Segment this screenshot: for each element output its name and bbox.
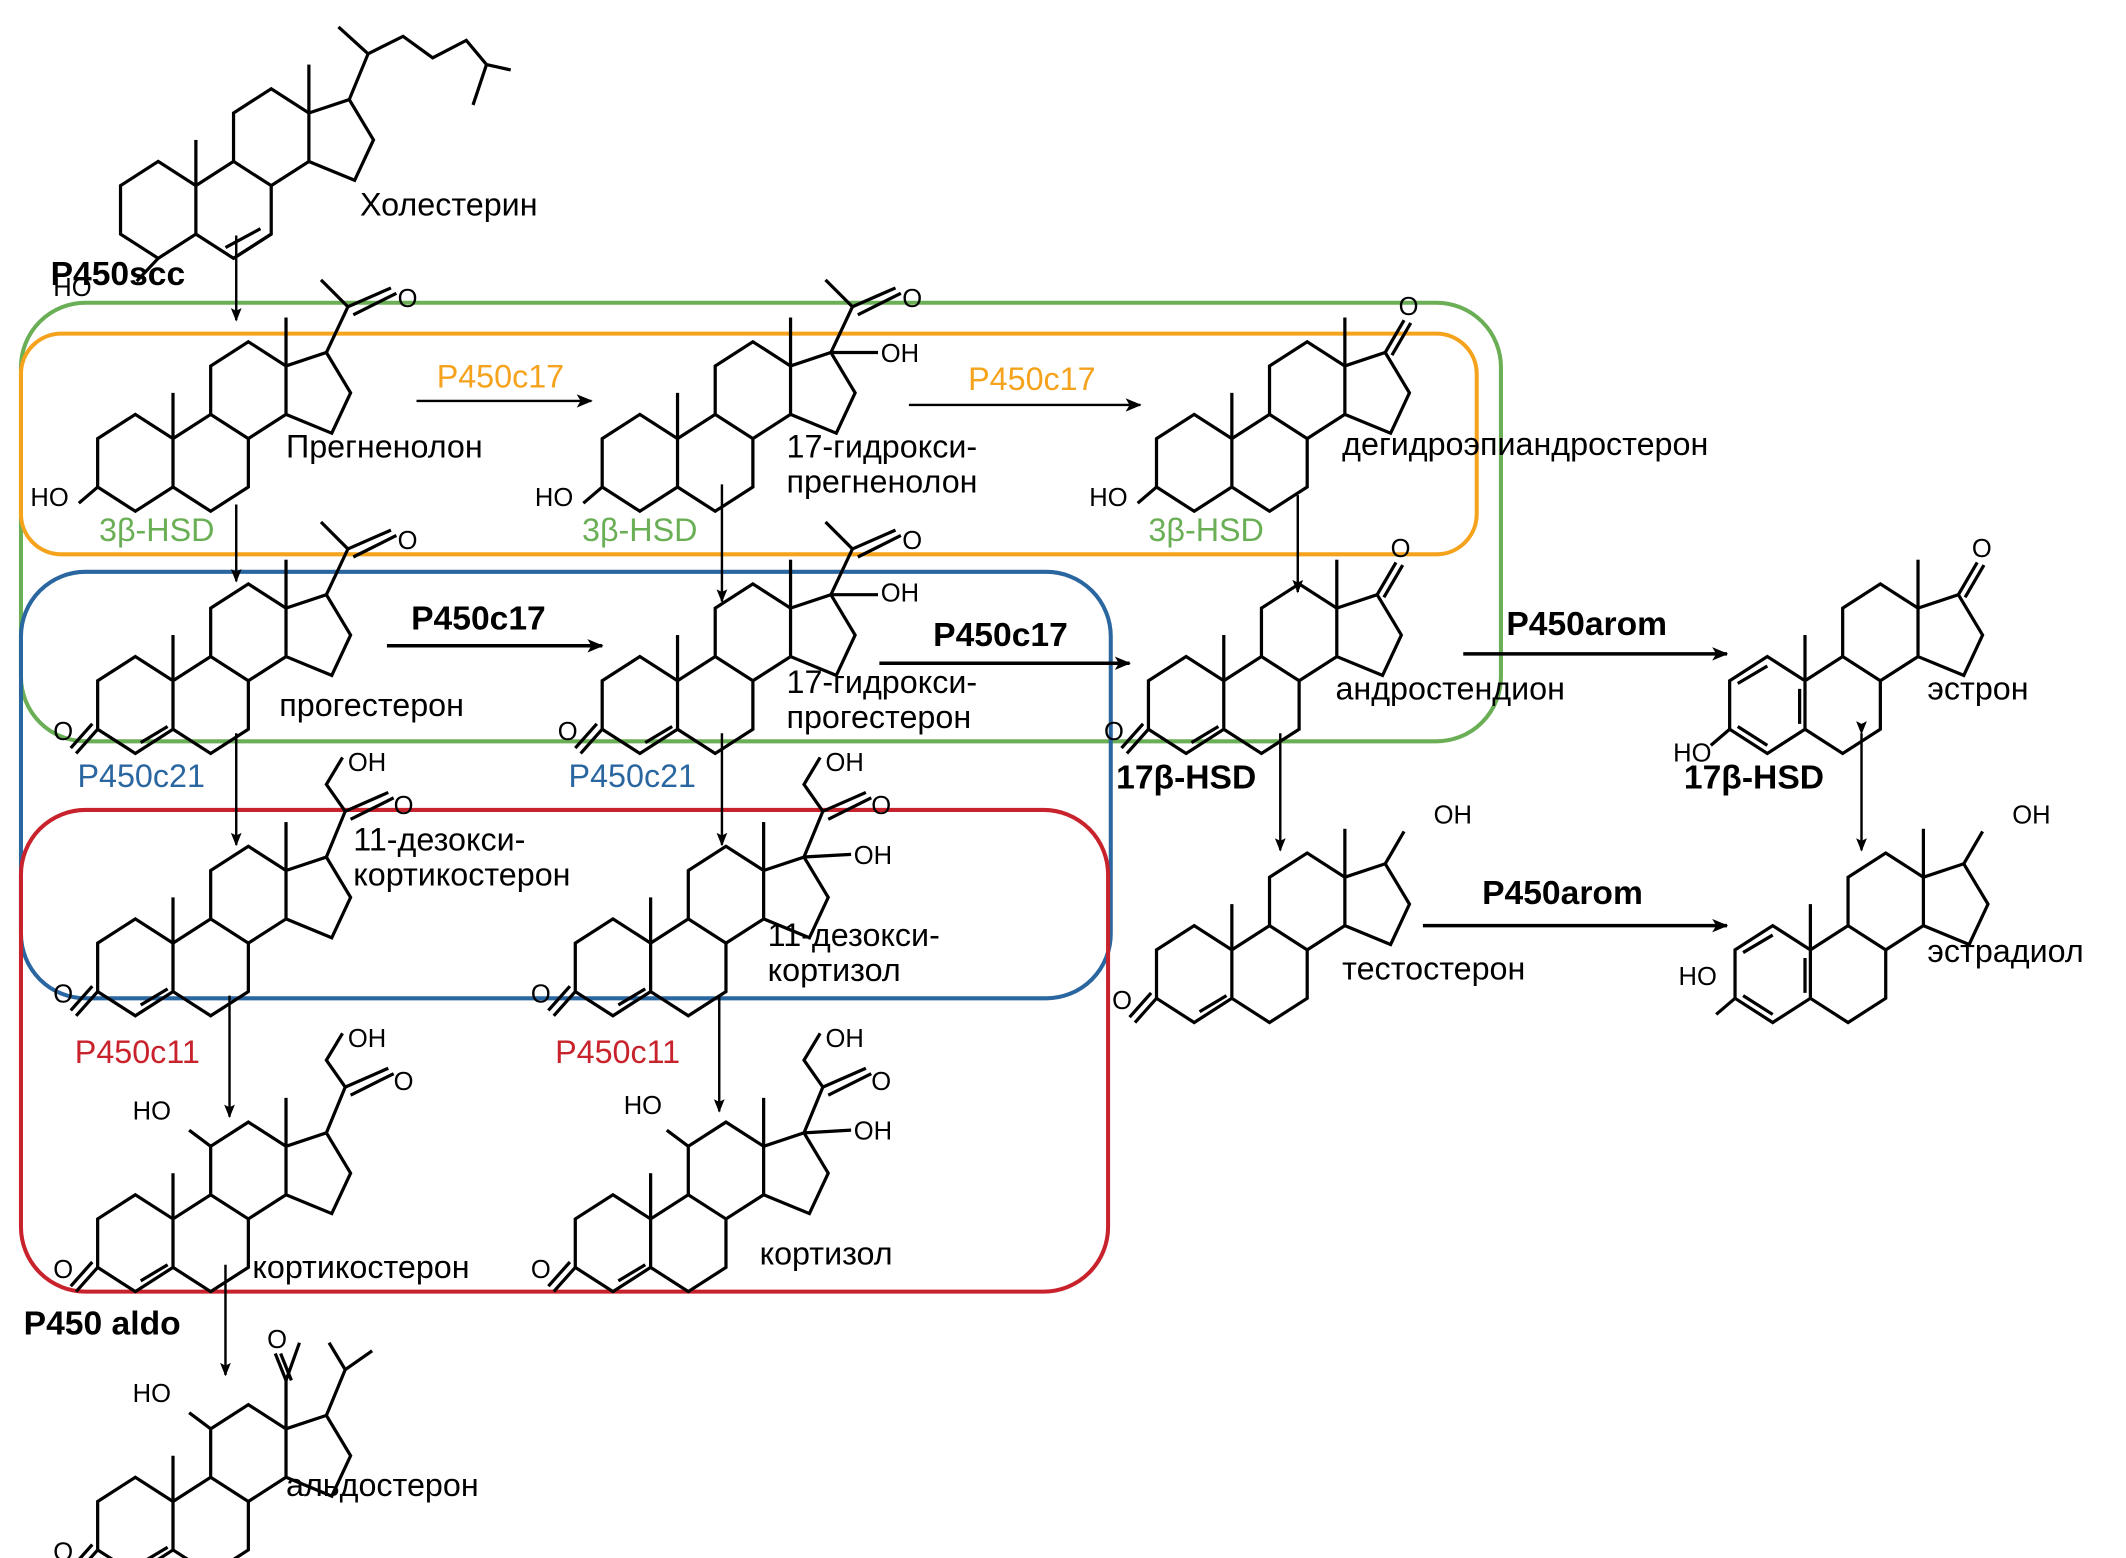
p450c17-bold-1-label: P450c17 [411,601,546,638]
corticosterone-label: кортикостерон [252,1249,469,1285]
o-label: O [398,527,418,555]
oh-label: OH [2012,801,2050,829]
o-label: O [558,718,578,746]
o-label: O [871,1068,891,1096]
testosterone-label: тестостерон [1342,950,1525,986]
11-deoxycorticosterone-label-1: 11-дезокси- [353,821,525,857]
corticosterone-structure: O O OH HO [53,1025,414,1294]
ho-label: HO [624,1092,662,1120]
oh-label: OH [1434,801,1472,829]
hsd17b-1-label: 17β-HSD [1116,759,1256,796]
cholesterol-ho-label: HO [53,274,91,302]
ho-label: HO [1679,963,1717,991]
oh-label: OH [881,579,919,607]
oh-label: OH [881,340,919,368]
aldosterone-label: альдостерон [286,1467,479,1503]
p450c17-orange-1-label: P450c17 [437,358,564,394]
cortisol-structure: O O OH OH HO [531,1025,892,1294]
o-label: O [1112,987,1132,1015]
o-label: O [1391,535,1411,563]
hsd3b-1-label: 3β-HSD [99,512,214,548]
o-label: O [53,718,73,746]
orange-group-box [18,331,1479,557]
o-label: O [902,285,922,313]
17oh-progesterone-structure: O O OH [558,520,922,756]
ho-label: HO [133,1097,171,1125]
o-label: O [394,1068,414,1096]
estrone-structure: HO O [1673,535,1992,768]
cholesterol-label: Холестерин [360,186,538,222]
ho-label: HO [133,1380,171,1408]
oh-label: OH [348,749,386,777]
estradiol-structure: HO OH [1679,801,2051,1025]
o-label: O [53,1256,73,1284]
progesterone-structure: O O [53,520,418,756]
11-deoxycorticosterone-structure: O O OH [53,749,414,1018]
estrone-label: эстрон [1927,671,2028,707]
p450c21-2-label: P450c21 [569,758,696,794]
androstenedione-label: андростендион [1335,671,1565,707]
o-label: O [1399,293,1419,321]
oh-label: OH [826,1025,864,1053]
p450arom-1-label: P450arom [1506,606,1667,643]
o-label: O [267,1326,287,1354]
aldosterone-structure: O HO O [53,1326,374,1558]
oh-label: OH [854,1118,892,1146]
oh-label: OH [348,1025,386,1053]
ho-label: HO [30,484,68,512]
o-label: O [1972,535,1992,563]
17oh-progesterone-label-2: прогестерон [787,699,972,735]
ho-label: HO [535,484,573,512]
progesterone-label: прогестерон [279,687,464,723]
o-label: O [902,527,922,555]
o-label: O [531,1256,551,1284]
red-group-box [18,807,1111,1294]
p450c21-1-label: P450c21 [77,758,204,794]
dhea-structure: HO O [1089,293,1419,513]
17oh-pregnenolone-label-1: 17-гидрокси- [787,428,978,464]
p450c11-1-label: P450c11 [75,1034,200,1070]
ho-label: HO [1089,484,1127,512]
oh-label: OH [826,749,864,777]
p450arom-2-label: P450arom [1482,875,1643,912]
androstenedione-structure: O O [1104,535,1411,756]
blue-group-box [18,569,1113,1001]
17oh-pregnenolone-label-2: прегненолон [787,463,978,499]
dhea-label: дегидроэпиандростерон [1342,426,1708,462]
17oh-progesterone-label-1: 17-гидрокси- [787,664,978,700]
o-label: O [871,792,891,820]
o-label: O [53,1539,73,1558]
cortisol-label: кортизол [760,1236,893,1272]
p450c17-bold-2-label: P450c17 [933,617,1068,654]
11-deoxycortisol-label-1: 11-дезокси- [768,917,940,953]
o-label: O [531,980,551,1008]
p450scc-label: P450scc [51,256,186,293]
11-deoxycortisol-label-2: кортизол [768,952,901,988]
o-label: O [1104,718,1124,746]
p450aldo-label: P450 aldo [24,1306,181,1343]
o-label: O [394,792,414,820]
17oh-pregnenolone-structure: HO O OH [535,278,922,513]
ho-label: HO [1673,740,1711,768]
hsd17b-2-label: 17β-HSD [1684,759,1824,796]
testosterone-structure: O OH [1112,801,1472,1025]
hsd3b-2-label: 3β-HSD [582,512,697,548]
o-label: O [398,285,418,313]
hsd3b-3-label: 3β-HSD [1148,512,1263,548]
o-label: O [53,980,73,1008]
estradiol-label: эстрадиол [1927,933,2083,969]
p450c11-2-label: P450c11 [555,1034,680,1070]
p450c17-orange-2-label: P450c17 [968,361,1095,397]
cholesterol-structure: HO [53,25,512,302]
pregnenolone-label: Прегненолон [286,428,483,464]
11-deoxycortisol-structure: O O OH OH [531,749,892,1018]
oh-label: OH [854,842,892,870]
pregnenolone-structure: HO O [30,278,418,513]
11-deoxycorticosterone-label-2: кортикостерон [353,856,570,892]
